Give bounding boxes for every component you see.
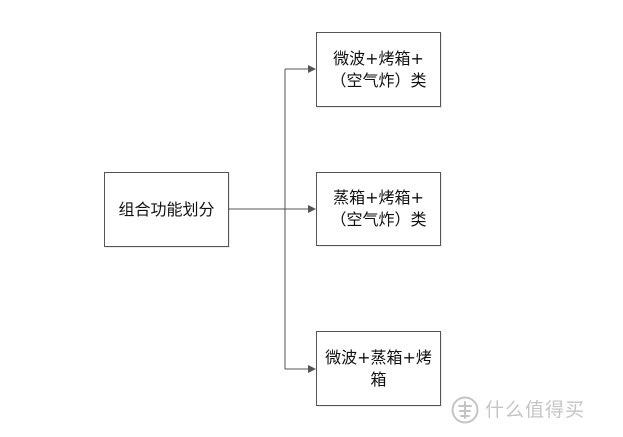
watermark-text: 什么值得买 <box>485 399 586 421</box>
smzdm-logo-icon <box>451 396 479 424</box>
child-node-label: 微波+蒸箱+烤 箱 <box>325 347 432 389</box>
child-node-microwave-oven-airfryer: 微波+烤箱+ （空气炸）类 <box>316 32 441 107</box>
child-node-steamer-oven-airfryer: 蒸箱+烤箱+ （空气炸）类 <box>316 172 441 246</box>
root-node-label: 组合功能划分 <box>118 199 215 219</box>
child-node-label: 微波+烤箱+ （空气炸）类 <box>330 48 427 90</box>
child-node-label: 蒸箱+烤箱+ （空气炸）类 <box>330 188 427 229</box>
watermark: 什么值得买 <box>451 392 621 428</box>
root-node: 组合功能划分 <box>104 172 229 247</box>
child-node-microwave-steamer-oven: 微波+蒸箱+烤 箱 <box>316 331 441 406</box>
